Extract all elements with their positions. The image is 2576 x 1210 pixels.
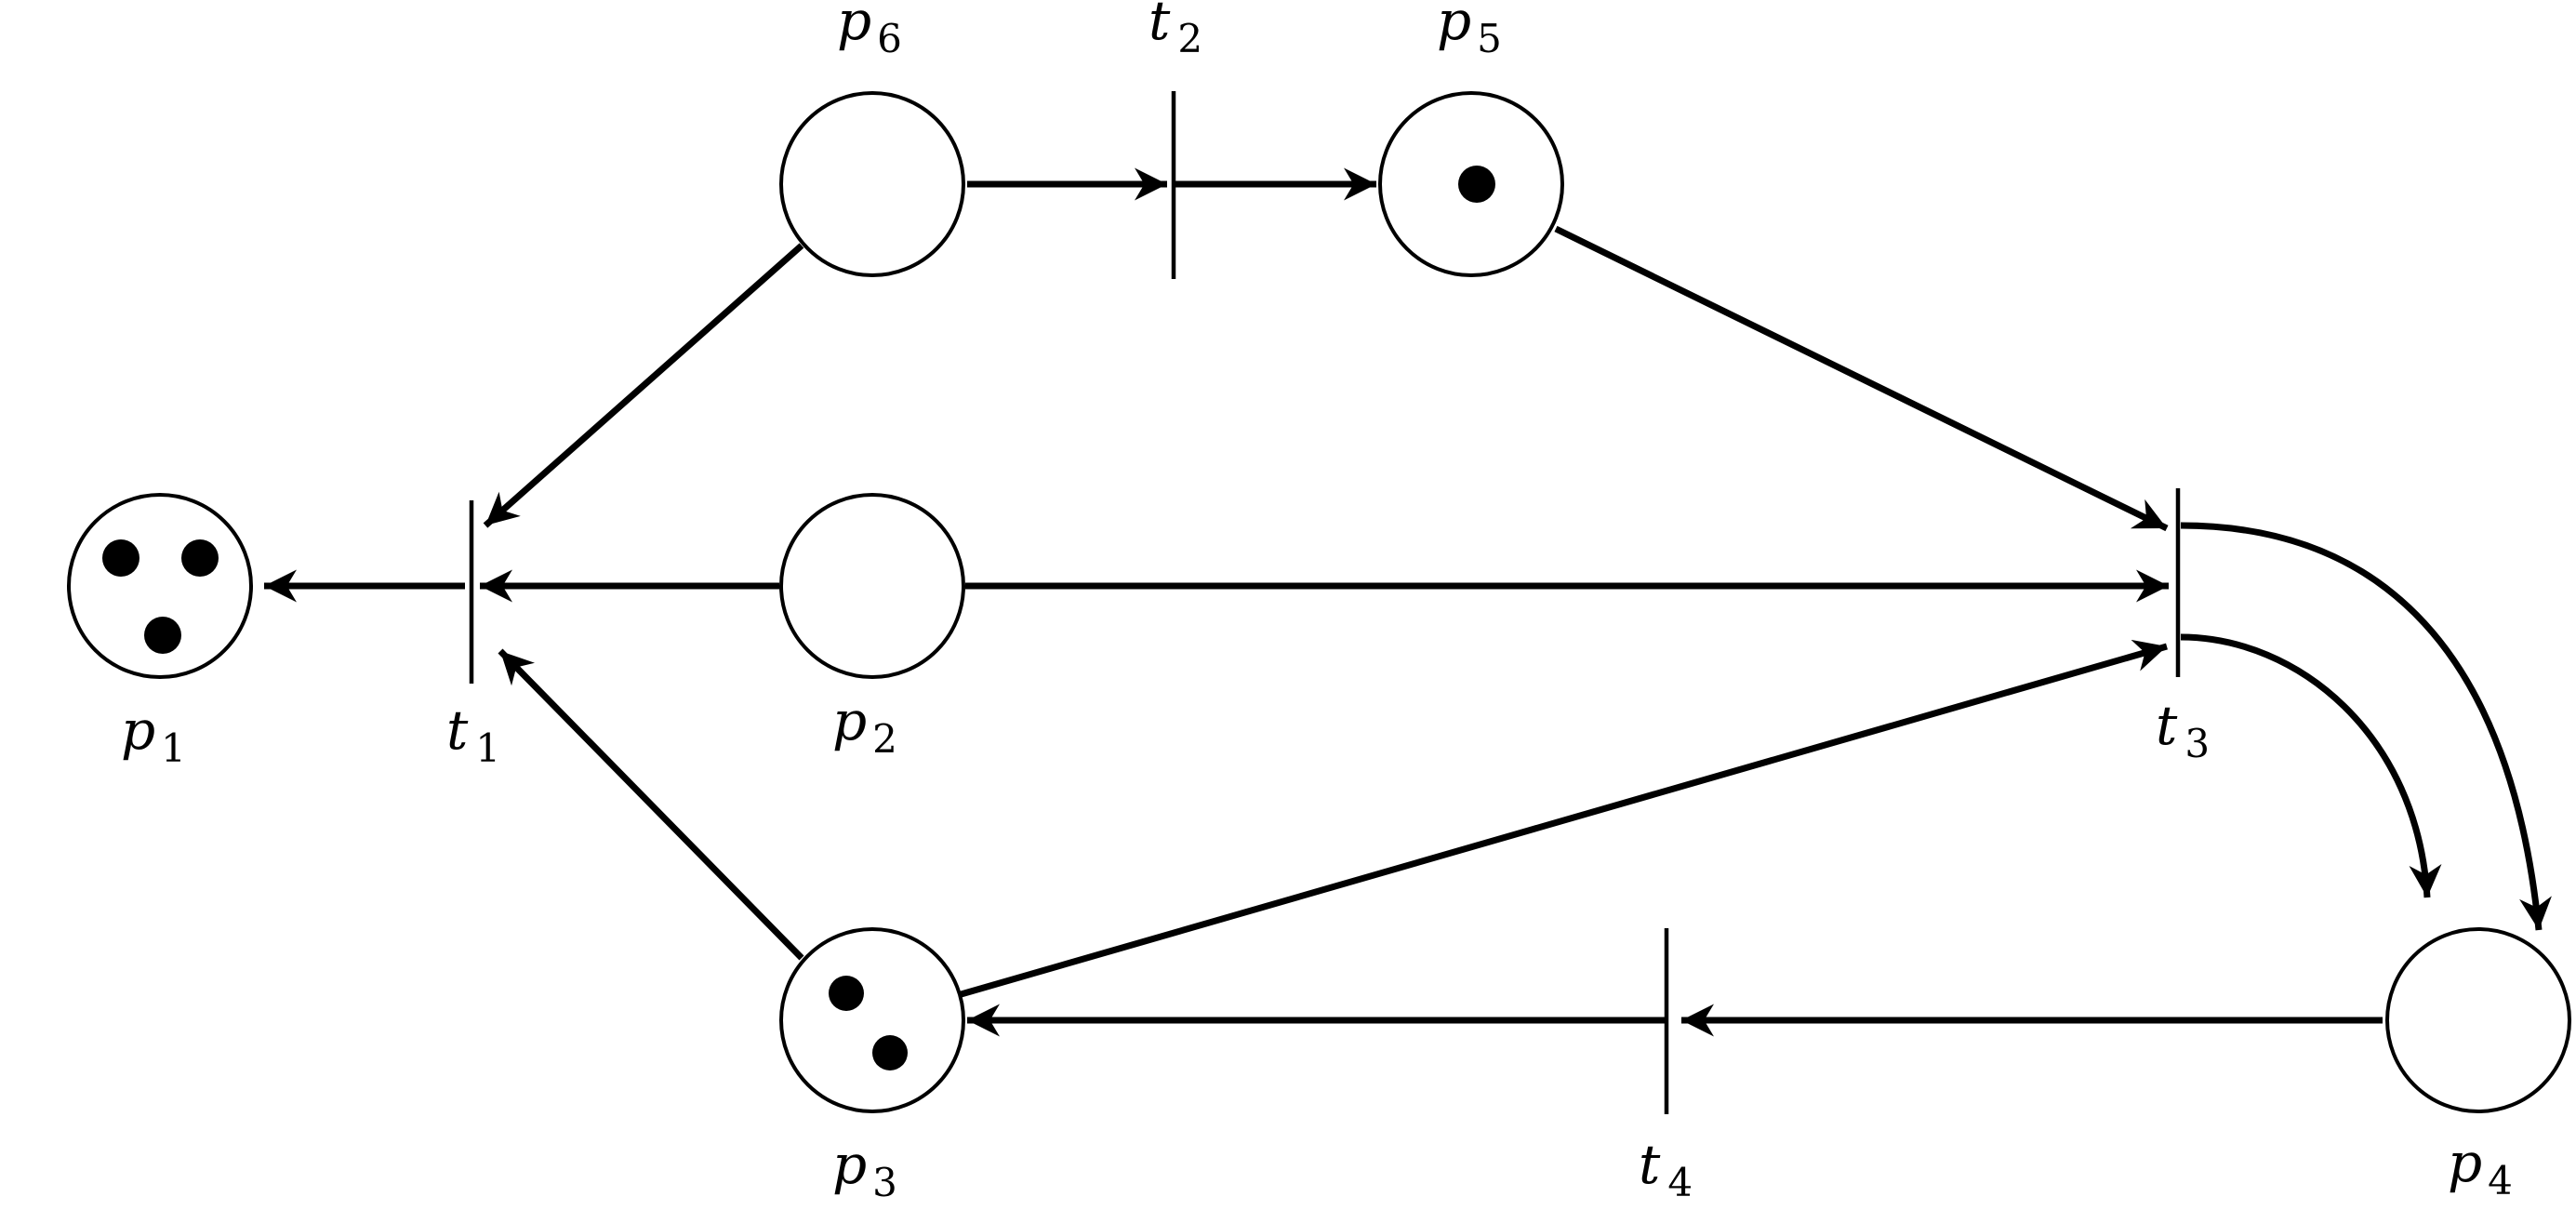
token [829, 976, 864, 1011]
arc-p3-t1 [498, 648, 804, 961]
token [872, 1035, 908, 1070]
place-p2 [779, 493, 965, 679]
arc-p3-t3 [957, 639, 2168, 999]
places [67, 91, 2571, 1113]
arc-p5-t3 [1554, 225, 2169, 532]
token [102, 539, 139, 577]
token [144, 617, 181, 654]
arcs [264, 167, 2552, 1037]
transitions [469, 91, 2181, 1114]
token [1458, 166, 1495, 203]
arc-t3-p4-inner [2180, 633, 2442, 898]
place-p3 [779, 927, 965, 1113]
arc-p6-t1 [483, 243, 804, 528]
place-p4 [2385, 927, 2571, 1113]
token [181, 539, 219, 577]
arc-t3-p4-outer [2180, 522, 2552, 931]
place-p6 [779, 91, 965, 277]
